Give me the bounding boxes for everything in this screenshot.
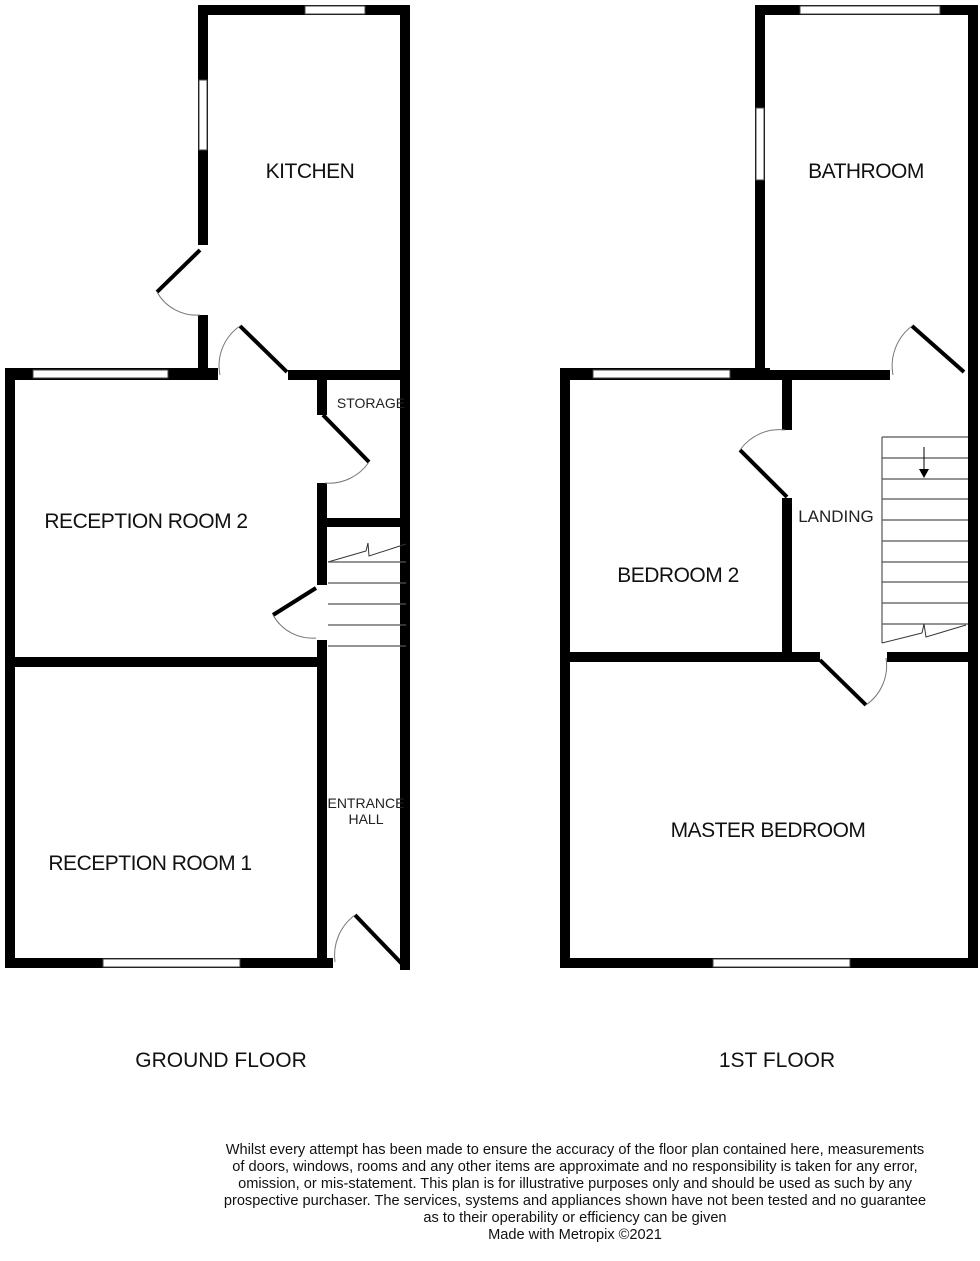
entrance-door (353, 913, 406, 968)
wall (968, 5, 978, 968)
disclaimer-line: as to their operability or efficiency ca… (423, 1210, 727, 1226)
room-label-reception-1: RECEPTION ROOM 1 (48, 852, 251, 875)
door-swing (739, 429, 786, 451)
room-label-bathroom: BATHROOM (808, 160, 924, 183)
door (238, 324, 289, 374)
window (198, 79, 208, 151)
window (755, 107, 765, 181)
wall (317, 640, 327, 968)
door (910, 324, 966, 374)
first-floor-plan: BATHROOM LANDING BEDROOM 2 MASTER BEDROO… (560, 5, 978, 968)
window (102, 958, 241, 968)
disclaimer: Whilst every attempt has been made to en… (170, 1142, 980, 1244)
wall (755, 5, 765, 378)
door (155, 248, 202, 294)
room-label-entrance-hall: ENTRANCE (327, 795, 404, 811)
door (321, 413, 371, 464)
door-swing (324, 461, 370, 484)
wall (198, 5, 410, 15)
wall (560, 368, 570, 968)
door-swing (156, 291, 201, 316)
door (818, 658, 868, 707)
door-swing (218, 325, 241, 376)
room-label-bedroom-2: BEDROOM 2 (617, 564, 739, 587)
first-floor-label: 1ST FLOOR (719, 1049, 835, 1072)
window (32, 369, 169, 379)
wall (288, 370, 410, 380)
staircase (881, 436, 968, 644)
door-swing (334, 914, 356, 963)
window (304, 5, 366, 15)
wall (327, 518, 402, 527)
room-label-reception-2: RECEPTION ROOM 2 (44, 510, 247, 533)
arrow-down-icon (919, 469, 929, 478)
wall (15, 657, 317, 667)
room-label-kitchen: KITCHEN (266, 160, 355, 183)
disclaimer-line: of doors, windows, rooms and any other i… (232, 1159, 918, 1175)
room-label-master-bedroom: MASTER BEDROOM (671, 819, 866, 842)
ground-floor-plan: KITCHEN STORAGE RECEPTION ROOM 2 RECEPTI… (5, 5, 410, 970)
room-label-landing: LANDING (798, 507, 874, 526)
wall (400, 5, 410, 970)
door-swing (865, 657, 888, 706)
wall (570, 652, 820, 662)
staircase (327, 542, 407, 647)
room-label-storage: STORAGE (337, 395, 405, 411)
wall (317, 483, 327, 585)
disclaimer-line: omission, or mis-statement. This plan is… (238, 1176, 912, 1192)
window (592, 369, 731, 379)
door (271, 586, 318, 617)
disclaimer-line: prospective purchaser. The services, sys… (223, 1193, 927, 1209)
wall (317, 378, 327, 415)
wall (198, 315, 208, 378)
window (712, 958, 851, 968)
wall (765, 370, 890, 380)
wall (782, 498, 792, 658)
door (738, 448, 789, 499)
window (799, 5, 941, 15)
door-swing (272, 614, 317, 639)
wall (5, 368, 15, 968)
wall (887, 652, 968, 662)
disclaimer-line: Whilst every attempt has been made to en… (225, 1142, 925, 1158)
ground-floor-label: GROUND FLOOR (135, 1049, 307, 1072)
credit-line: Made with Metropix ©2021 (488, 1227, 662, 1243)
wall (782, 378, 792, 430)
room-label-entrance-hall-2: HALL (348, 811, 383, 827)
door-swing (891, 325, 913, 376)
